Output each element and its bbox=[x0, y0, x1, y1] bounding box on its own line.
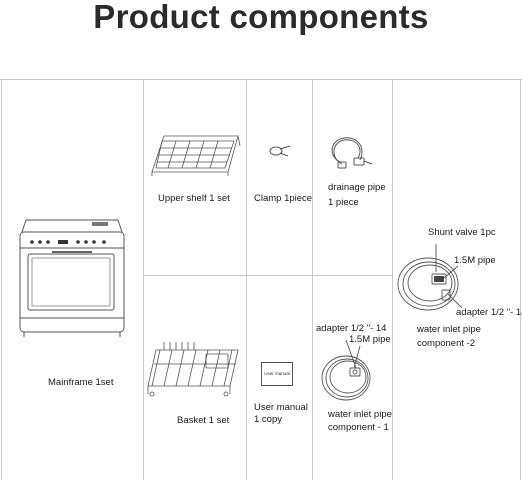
drainage-pipe-label-2: 1 piece bbox=[328, 197, 359, 208]
water-inlet-2-label-2: component -2 bbox=[417, 338, 476, 349]
basket-illustration bbox=[147, 342, 239, 397]
water-inlet-2-label-1: water inlet pipe bbox=[417, 324, 481, 335]
upper-shelf-label: Upper shelf 1 set bbox=[158, 193, 230, 204]
water-inlet-1-pipe-label: 1.5M pipe bbox=[349, 334, 391, 345]
water-inlet-2-adapter-label: adapter 1/2 "- 14 bbox=[456, 307, 522, 318]
drainage-pipe-label-1: drainage pipe bbox=[328, 182, 386, 193]
water-inlet-1-label-2: component - 1 bbox=[328, 422, 389, 433]
user-manual-label-1: User manual bbox=[254, 402, 308, 413]
water-inlet-1-illustration bbox=[321, 339, 371, 401]
clamp-icon bbox=[269, 145, 291, 157]
shunt-valve-label: Shunt valve 1pc bbox=[428, 227, 496, 238]
water-inlet-1-label-1: water inlet pipe bbox=[328, 409, 392, 420]
mainframe-label: Mainframe 1set bbox=[48, 377, 114, 388]
water-inlet-2-pipe-label: 1.5M pipe bbox=[454, 255, 496, 266]
water-inlet-1-adapter-label: adapter 1/2 "- 14 bbox=[316, 323, 387, 334]
water-inlet-2-illustration bbox=[397, 244, 463, 311]
grid-line-v2 bbox=[246, 79, 247, 480]
user-manual-label-2: 1 copy bbox=[254, 414, 282, 425]
grid-line-v4 bbox=[392, 79, 393, 480]
grid-line-left bbox=[1, 79, 2, 480]
drainage-pipe-illustration bbox=[331, 137, 373, 169]
mainframe-illustration bbox=[19, 219, 125, 337]
upper-shelf-illustration bbox=[151, 135, 241, 176]
grid-line-v1 bbox=[143, 79, 144, 480]
grid-line-v3 bbox=[312, 79, 313, 480]
page-title: Product components bbox=[93, 0, 429, 35]
user-manual-illustration: User manual bbox=[261, 362, 293, 386]
basket-label: Basket 1 set bbox=[177, 415, 230, 426]
grid-line-right bbox=[520, 79, 521, 480]
grid-line-mid bbox=[143, 275, 393, 276]
grid-line-top bbox=[0, 79, 522, 80]
clamp-label: Clamp 1piece bbox=[254, 193, 313, 204]
